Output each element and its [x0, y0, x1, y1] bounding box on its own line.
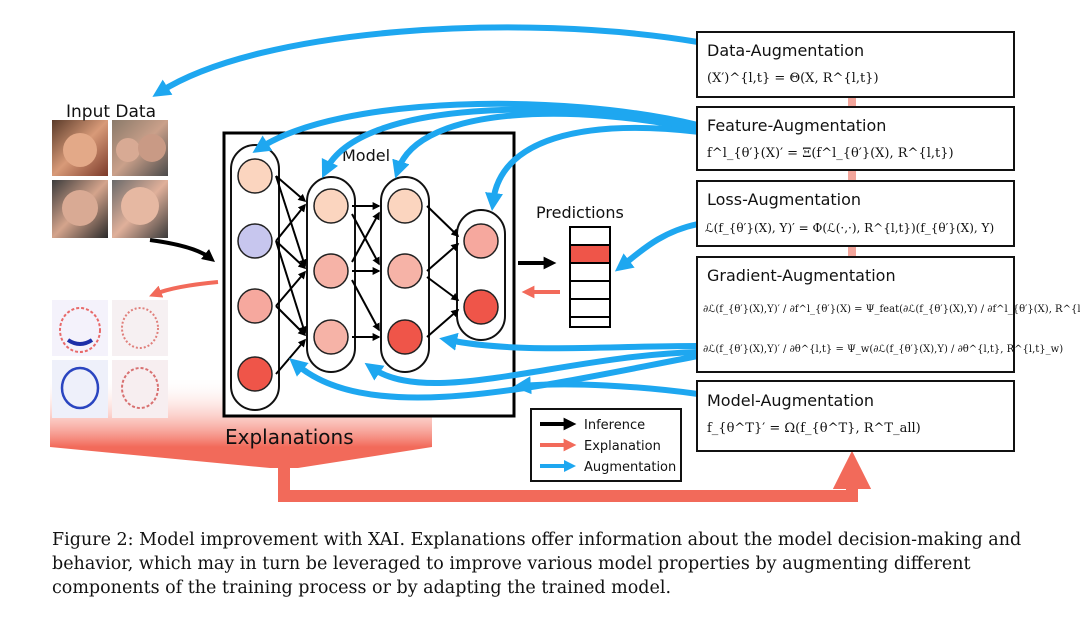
panel-gradient-augmentation: Gradient-Augmentation ∂ℒ(f_{θ′}(X),Y)′ /…	[696, 256, 1080, 373]
input-data-label: Input Data	[66, 102, 156, 122]
legend: Inference Explanation Augmentation	[530, 408, 682, 482]
aug-arrow-gradient-1	[439, 332, 701, 352]
aug-arrow-data	[152, 24, 701, 97]
panel-title: Loss-Augmentation	[707, 190, 861, 209]
neuron-l1-3	[237, 288, 273, 324]
explanation-feedback-funnel	[50, 447, 432, 468]
aug-arrow-gradient-3	[289, 353, 701, 401]
aug-arrow-feature-3	[392, 110, 703, 179]
neuron-l3-3	[387, 319, 423, 355]
aug-arrow-loss	[614, 221, 701, 272]
panel-formula: ∂ℒ(f_{θ′}(X),Y)′ / ∂f^l_{θ′}(X) = Ψ_feat…	[703, 304, 1080, 315]
neuron-l1-1	[237, 158, 273, 194]
legend-augmentation-label: Augmentation	[584, 460, 676, 475]
panel-model-augmentation: Model-Augmentation f_{θ^T}′ = Ω(f_{θ^T},…	[696, 380, 1015, 452]
inference-arrow-input	[149, 238, 215, 262]
explanation-feedback-loop	[278, 450, 872, 502]
neuron-l2-1	[313, 188, 349, 224]
explanation-arrow-heatmaps	[149, 280, 219, 298]
panel-formula: ∂ℒ(f_{θ′}(X),Y)′ / ∂θ^{l,t} = Ψ_w(∂ℒ(f_{…	[703, 344, 1063, 355]
aug-arrow-feature-4	[485, 124, 703, 211]
panel-formula: (X′)^{l,t} = Θ(X, R^{l,t})	[707, 71, 879, 86]
legend-explanation-label: Explanation	[584, 439, 661, 454]
panel-formula: f^l_{θ′}(X)′ = Ξ(f^l_{θ′}(X), R^{l,t})	[707, 146, 954, 161]
figure-caption: Figure 2: Model improvement with XAI. Ex…	[52, 530, 1022, 598]
aug-arrow-feature-1	[252, 100, 701, 153]
layer-connections	[275, 175, 460, 375]
panel-loss-augmentation: Loss-Augmentation ℒ(f_{θ′}(X), Y)′ = Φ(ℒ…	[696, 180, 1015, 247]
xai-diagram: Input Data Explanations Model	[50, 24, 1080, 502]
panel-title: Data-Augmentation	[707, 41, 864, 60]
aug-arrow-gradient-2	[364, 349, 701, 387]
neuron-l4-2	[463, 289, 499, 325]
predictions-vector	[569, 226, 611, 328]
neuron-l3-1	[387, 188, 423, 224]
panel-title: Model-Augmentation	[707, 391, 874, 410]
panel-data-augmentation: Data-Augmentation (X′)^{l,t} = Θ(X, R^{l…	[696, 31, 1015, 98]
neuron-l1-2	[237, 223, 273, 259]
panel-formula: ℒ(f_{θ′}(X), Y)′ = Φ(ℒ(·,·), R^{l,t})(f_…	[705, 221, 994, 235]
panel-feature-augmentation: Feature-Augmentation f^l_{θ′}(X)′ = Ξ(f^…	[696, 106, 1015, 171]
neuron-l2-2	[313, 253, 349, 289]
input-face-images	[52, 120, 168, 238]
augmentation-arrows	[152, 24, 703, 401]
model-label: Model	[342, 146, 390, 165]
neuron-l2-3	[313, 319, 349, 355]
explanation-heatmaps	[52, 300, 168, 418]
aug-arrow-model	[513, 376, 701, 397]
neuron-l4-1	[463, 223, 499, 259]
neurons	[237, 158, 499, 392]
predictions-label: Predictions	[536, 203, 624, 222]
neuron-l1-4	[237, 356, 273, 392]
panel-title: Feature-Augmentation	[707, 116, 886, 135]
explanations-label: Explanations	[225, 425, 354, 449]
legend-inference-label: Inference	[584, 418, 645, 433]
panel-formula: f_{θ^T}′ = Ω(f_{θ^T}, R^T_all)	[707, 421, 921, 436]
neuron-l3-2	[387, 253, 423, 289]
panel-title: Gradient-Augmentation	[707, 266, 896, 285]
